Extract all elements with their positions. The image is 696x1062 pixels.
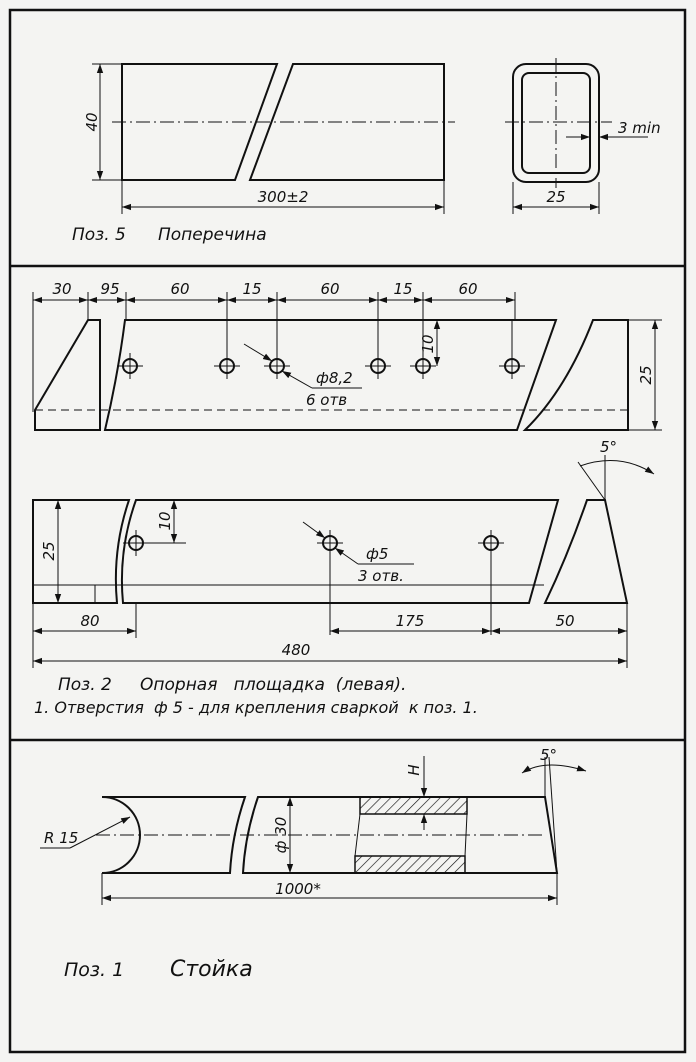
part1-post: R 15 ф 30 H 5° 1000* [40, 746, 587, 905]
part1-dim-length: 1000* [275, 880, 321, 898]
part1-caption-name: Стойка [170, 957, 253, 982]
part2-top-view: 30 95 60 15 60 15 60 ф8,2 6 отв [32, 280, 662, 431]
part2-angle: 5° [600, 438, 617, 456]
part1-caption-pos: Поз. 1 [64, 959, 124, 981]
part2-side-view: 10 25 ф5 3 отв. 5° 80 175 50 480 [32, 438, 655, 668]
part2-note: 1. Отверстия ф 5 - для крепления сваркой… [34, 698, 478, 717]
part1-dim-h: H [405, 764, 423, 775]
sheet-frame [8, 8, 687, 1054]
part2-hole-count-bottom: 3 отв. [358, 567, 404, 585]
part5-caption-pos: Поз. 5 [72, 225, 126, 245]
part2-top-dim-30: 30 [52, 280, 71, 298]
part2-dim-480: 480 [282, 641, 311, 659]
part5-section: 3 min 25 [505, 58, 661, 214]
part5-dim-wall: 3 min [618, 119, 661, 137]
part2-dim-80: 80 [80, 612, 99, 630]
part1-dim-radius: R 15 [44, 829, 78, 847]
part2-dim-10-top: 10 [419, 334, 437, 353]
part2-top-dim-95: 95 [100, 280, 119, 298]
part2-top-holes [117, 320, 525, 379]
part5-dim-length: 300±2 [258, 188, 309, 206]
part2-hole-diam-bottom: ф5 [366, 545, 388, 563]
part2-top-dim-15a: 15 [242, 280, 261, 298]
part1-dim-diam: ф 30 [272, 817, 290, 854]
part2-dim-175: 175 [396, 612, 425, 630]
part2-top-dim-60c: 60 [458, 280, 477, 298]
part2-top-dim-60a: 60 [170, 280, 189, 298]
part5-crossbar: 40 300±2 [83, 63, 455, 214]
part2-caption-name: Опорная площадка (левая). [140, 675, 406, 695]
part2-hole-diam-top: ф8,2 [316, 369, 353, 387]
part5-dim-height: 40 [83, 112, 101, 131]
part2-top-dim-60b: 60 [320, 280, 339, 298]
part5-dim-width: 25 [546, 188, 565, 206]
part1-angle: 5° [540, 746, 557, 764]
part5-caption-name: Поперечина [158, 225, 267, 245]
part2-dim-25-right: 25 [637, 365, 655, 384]
part2-dim-25-left: 25 [40, 541, 58, 560]
part2-dim-50: 50 [555, 612, 574, 630]
part2-top-dim-15b: 15 [393, 280, 412, 298]
part2-caption-pos: Поз. 2 [58, 675, 112, 695]
part2-hole-count-top: 6 отв [306, 391, 347, 409]
part2-dim-10-bottom: 10 [156, 511, 174, 530]
